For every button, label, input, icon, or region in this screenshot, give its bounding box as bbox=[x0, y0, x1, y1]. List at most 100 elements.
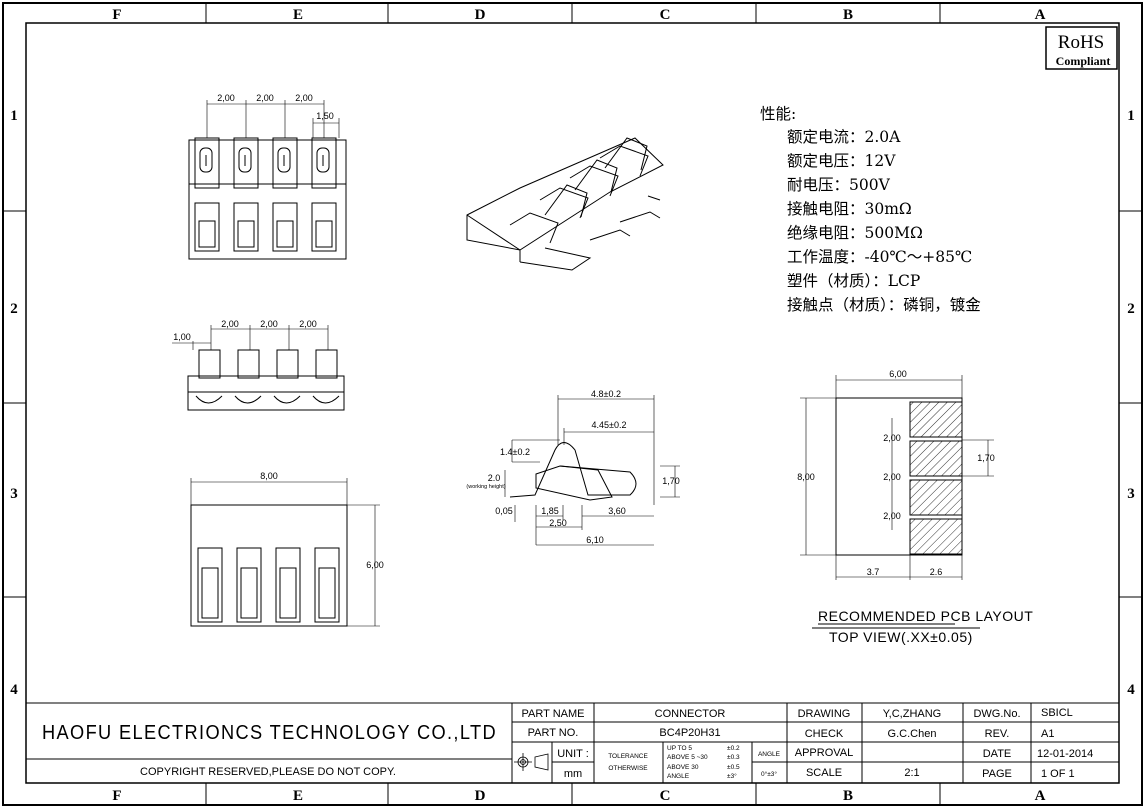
zone-col-bottom: E bbox=[293, 788, 303, 804]
rohs-compliant: Compliant bbox=[1056, 54, 1111, 68]
dim-tip: 1.4±0.2 bbox=[500, 447, 530, 457]
zone-row-right: 2 bbox=[1127, 301, 1135, 317]
dim-pitch: 2,00 bbox=[256, 93, 274, 103]
rev-label: REV. bbox=[985, 728, 1010, 740]
dim-pitch: 2,00 bbox=[295, 93, 313, 103]
scale-value: 2:1 bbox=[904, 767, 919, 779]
dim-working: 2.0 bbox=[488, 473, 501, 483]
tol-value: ±0.5 bbox=[727, 764, 740, 771]
dim-offset: 1,00 bbox=[173, 332, 191, 342]
zone-col-bottom: D bbox=[475, 788, 486, 804]
dim-length: 4.45±0.2 bbox=[592, 420, 627, 430]
dim-left: 3.7 bbox=[867, 567, 880, 577]
part-no-label: PART NO. bbox=[528, 727, 579, 739]
zone-col-top: C bbox=[660, 7, 671, 23]
approval-label: APPROVAL bbox=[795, 747, 854, 759]
tol-value: ±3° bbox=[727, 772, 737, 780]
drawing-label: DRAWING bbox=[798, 708, 851, 720]
angle-label: ANGLE bbox=[758, 751, 781, 758]
dim-pitch: 2,00 bbox=[221, 319, 239, 329]
dim-tab-width: 1,50 bbox=[316, 111, 334, 121]
zone-labels: F E D C B A F E D C B A 1 2 3 4 1 2 3 4 bbox=[10, 7, 1135, 804]
copyright-note: COPYRIGHT RESERVED,PLEASE DO NOT COPY. bbox=[140, 766, 396, 778]
dwg-label: DWG.No. bbox=[973, 708, 1020, 720]
unit: mm bbox=[564, 768, 582, 780]
zone-row-right: 3 bbox=[1127, 486, 1135, 502]
dim-pitch: 2,00 bbox=[260, 319, 278, 329]
rohs-label: RoHS bbox=[1058, 32, 1104, 53]
pcb-subtitle: TOP VIEW(.XX±0.05) bbox=[829, 629, 973, 645]
spec-line: 接触点（材质）：磷铜，镀金 bbox=[787, 296, 981, 314]
spec-line: 耐电压：500V bbox=[787, 176, 891, 194]
spec-line: 绝缘电阻：500MΩ bbox=[787, 224, 923, 242]
dim-right: 2.6 bbox=[930, 567, 943, 577]
top-view-dims: 2,00 2,00 2,00 1,50 bbox=[217, 93, 334, 121]
scale-label: SCALE bbox=[806, 767, 842, 779]
rohs-stamp: RoHS Compliant bbox=[1045, 26, 1118, 70]
page-count: 1 OF 1 bbox=[1041, 768, 1075, 780]
spec-line: 工作温度：-40℃～+85℃ bbox=[787, 248, 972, 266]
spec-line: 接触电阻：30mΩ bbox=[787, 200, 912, 218]
dim-250: 2,50 bbox=[549, 518, 567, 528]
front-view bbox=[190, 478, 380, 627]
dim-360: 3,60 bbox=[608, 506, 626, 516]
dim-pcb-width: 6,00 bbox=[889, 369, 907, 379]
dim-width: 8,00 bbox=[260, 471, 278, 481]
angle-value: 0°±3° bbox=[761, 770, 777, 778]
zone-row-right: 4 bbox=[1127, 682, 1135, 698]
contact-dims: 4.8±0.2 4.45±0.2 1.4±0.2 2.0 (working he… bbox=[466, 389, 679, 545]
company-name: HAOFU ELECTRIONCS TECHNOLOGY CO.,LTD bbox=[42, 722, 497, 744]
pcb-pad bbox=[909, 440, 963, 477]
zone-row-left: 2 bbox=[10, 301, 18, 317]
working-height-note: (working height) bbox=[466, 484, 505, 490]
dim-overall: 4.8±0.2 bbox=[591, 389, 621, 399]
dim-pitch: 2,00 bbox=[299, 319, 317, 329]
tol-value: ±0.2 bbox=[727, 745, 740, 752]
zone-col-top: A bbox=[1035, 7, 1046, 23]
dim-pcb-pitch: 2,00 bbox=[883, 433, 901, 443]
spec-line: 塑件（材质）：LCP bbox=[787, 272, 920, 290]
side-view bbox=[172, 325, 345, 411]
tol-range: ABOVE 30 bbox=[667, 764, 699, 771]
dim-pcb-height: 8,00 bbox=[797, 472, 815, 482]
zone-row-left: 1 bbox=[10, 108, 18, 124]
top-view bbox=[188, 100, 347, 260]
zone-col-top: B bbox=[843, 7, 853, 23]
specifications: 性能: 额定电流：2.0A 额定电压：12V 耐电压：500V 接触电阻：30m… bbox=[760, 105, 981, 314]
pcb-pad bbox=[909, 479, 963, 516]
side-view-dims: 1,00 2,00 2,00 2,00 bbox=[173, 319, 317, 342]
pcb-pad bbox=[909, 518, 963, 555]
contact-profile bbox=[504, 395, 680, 546]
date-label: DATE bbox=[983, 748, 1012, 760]
spec-line: 额定电压：12V bbox=[787, 152, 896, 170]
zone-row-left: 4 bbox=[10, 682, 18, 698]
title-block bbox=[26, 702, 1119, 783]
zone-row-left: 3 bbox=[10, 486, 18, 502]
zone-col-top: E bbox=[293, 7, 303, 23]
dim-base: 0,05 bbox=[495, 506, 513, 516]
zone-col-bottom: A bbox=[1035, 788, 1046, 804]
part-name-label: PART NAME bbox=[522, 708, 585, 720]
date: 12-01-2014 bbox=[1037, 748, 1093, 760]
tol-range: ANGLE bbox=[667, 773, 690, 780]
check-label: CHECK bbox=[805, 728, 844, 740]
dim-pad-gap: 1,70 bbox=[977, 453, 995, 463]
tol-value: ±0.3 bbox=[727, 754, 740, 761]
pcb-title: RECOMMENDED PCB LAYOUT bbox=[818, 608, 1033, 624]
title-block-text: HAOFU ELECTRIONCS TECHNOLOGY CO.,LTD COP… bbox=[42, 707, 1093, 780]
zone-col-top: F bbox=[112, 7, 121, 23]
zone-col-bottom: C bbox=[660, 788, 671, 804]
pcb-caption: RECOMMENDED PCB LAYOUT TOP VIEW(.XX±0.05… bbox=[818, 608, 1033, 645]
part-no: BC4P20H31 bbox=[659, 727, 720, 739]
spec-line: 额定电流：2.0A bbox=[787, 128, 901, 146]
front-view-dims: 8,00 6,00 bbox=[260, 471, 384, 570]
dim-pcb-pitch: 2,00 bbox=[883, 511, 901, 521]
zone-col-top: D bbox=[475, 7, 486, 23]
zone-col-bottom: B bbox=[843, 788, 853, 804]
tol-range: UP TO 5 bbox=[667, 745, 692, 752]
pcb-pad bbox=[909, 401, 963, 438]
zone-row-right: 1 bbox=[1127, 108, 1135, 124]
drawing-name: Y,C,ZHANG bbox=[883, 708, 941, 720]
